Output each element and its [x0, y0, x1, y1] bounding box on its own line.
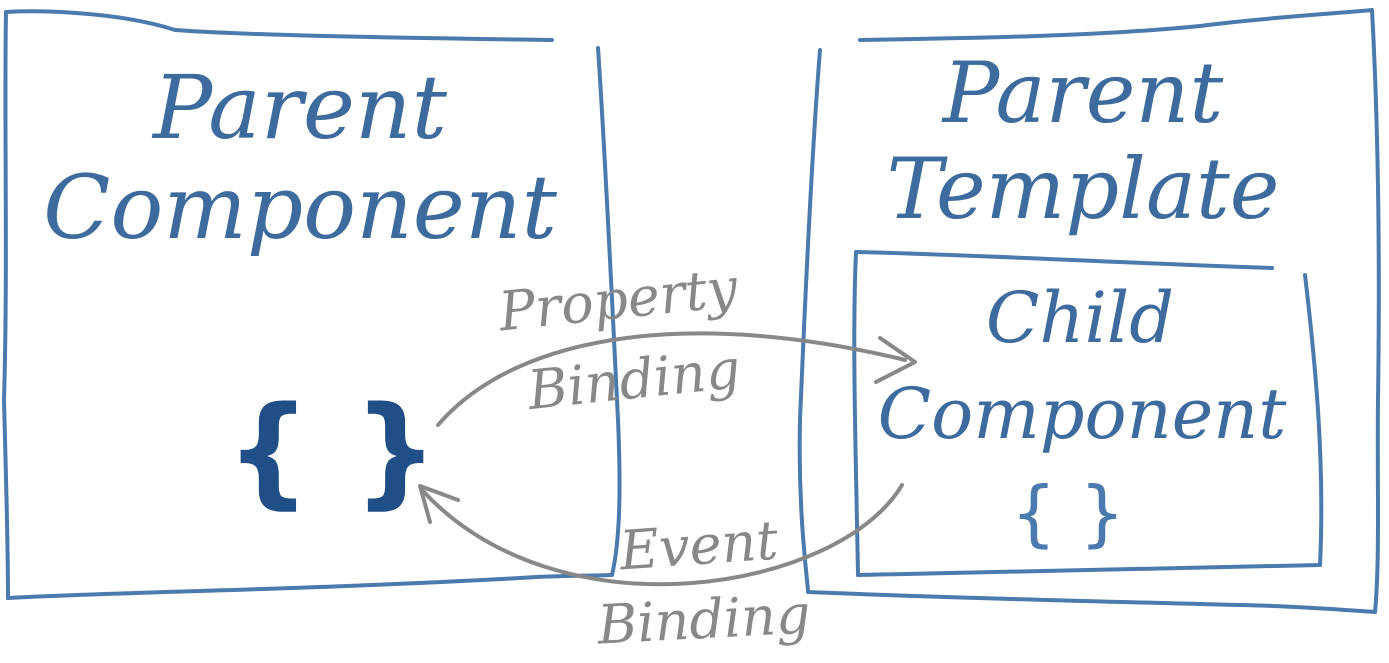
parent-template-title-line1: Parent	[941, 44, 1224, 142]
event-binding-arrow	[418, 483, 904, 587]
event-binding-label-line1: Event	[617, 509, 781, 583]
child-component-braces: { }	[1011, 471, 1126, 555]
parent-component-title-line2: Component	[43, 156, 558, 259]
event-binding-label-line2: Binding	[595, 582, 812, 656]
property-binding-label-line2: Binding	[524, 337, 743, 422]
parent-component-box	[2, 9, 622, 600]
child-component-title-line2: Component	[878, 373, 1288, 455]
property-binding-arrow	[436, 331, 917, 427]
parent-template-title-line2: Template	[886, 140, 1279, 238]
property-binding-label-line1: Property	[495, 256, 742, 344]
child-component-title-line1: Child	[986, 277, 1174, 359]
parent-component-braces: { }	[226, 382, 439, 521]
parent-template-box	[797, 8, 1381, 614]
parent-component-title-line1: Parent	[151, 56, 448, 159]
